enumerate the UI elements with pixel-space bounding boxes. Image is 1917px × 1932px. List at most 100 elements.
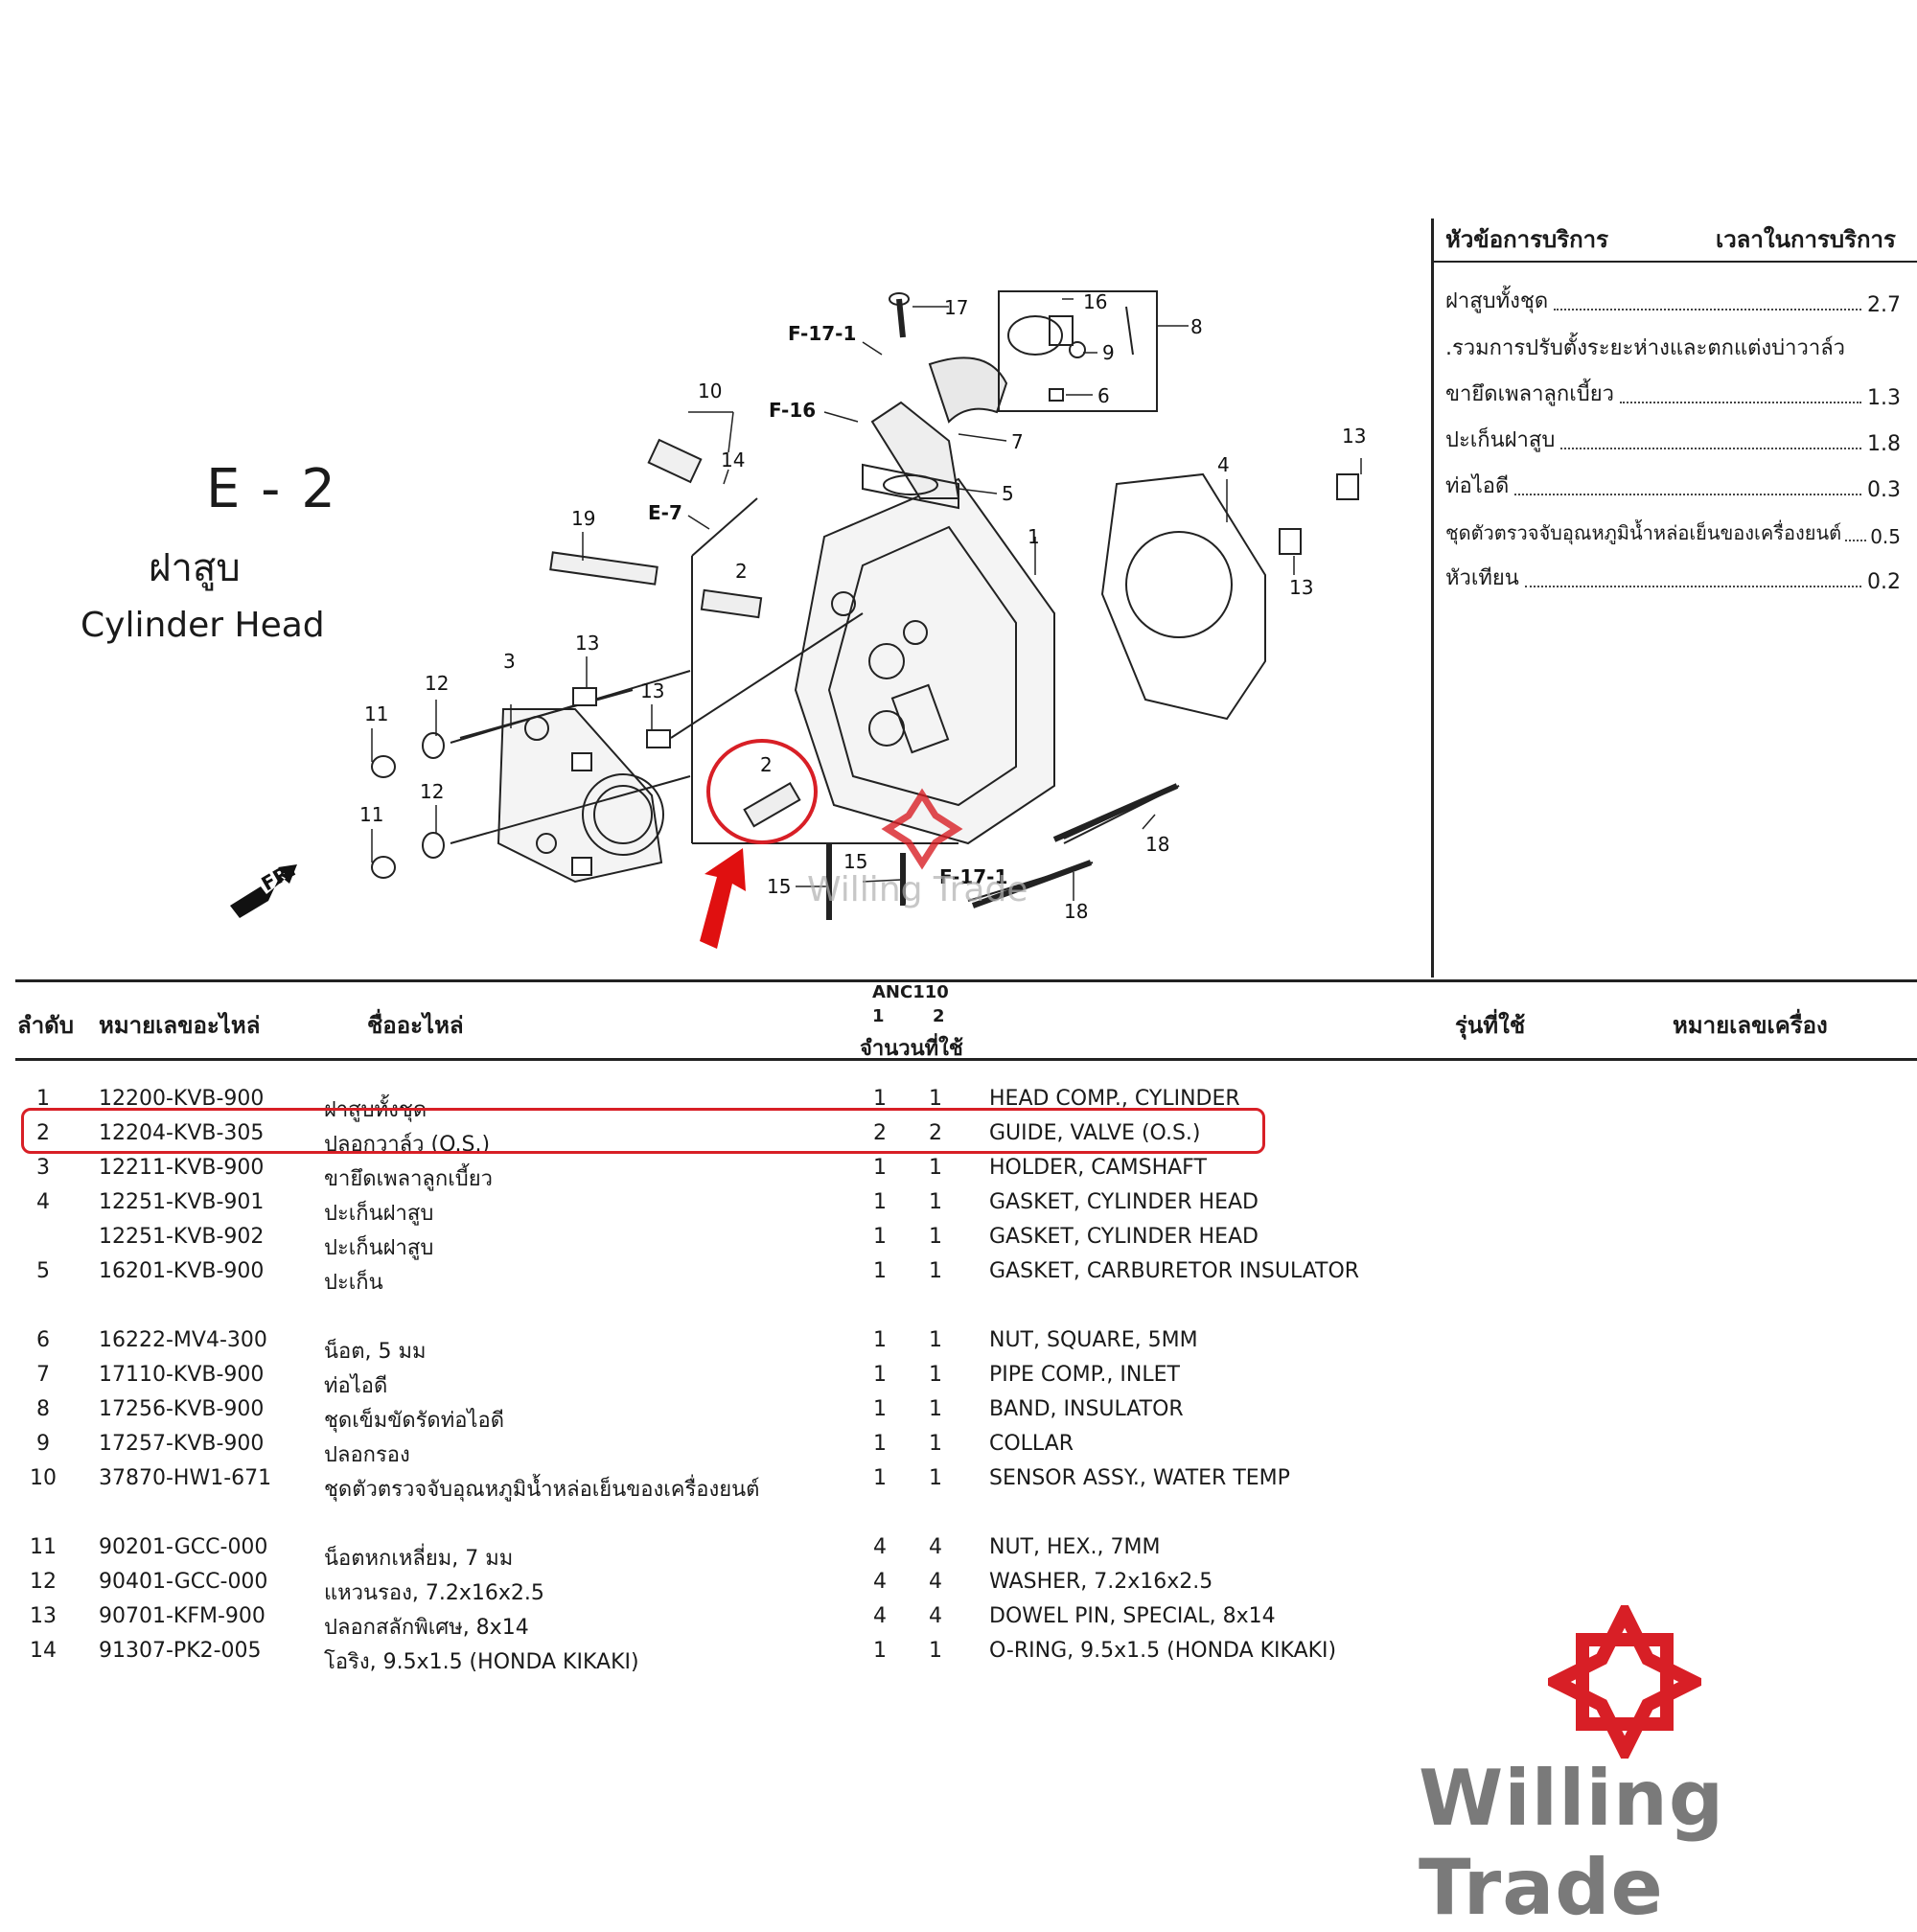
service-item: ชุดตัวตรวจจับอุณหภูมิน้ำหล่อเย็นของเครื่… (1445, 521, 1901, 548)
callout-16: 16 (1083, 290, 1107, 313)
col-header-model: ANC110 (872, 982, 949, 1002)
part-name-thai-text: น็อตหกเหลี่ยม, 7 มม (324, 1547, 514, 1571)
callout-10: 10 (698, 380, 722, 402)
callout-6: 6 (1097, 384, 1110, 407)
watermark-text: Willing Trade (807, 870, 1028, 909)
qty-col-2: 2 (929, 1121, 942, 1145)
front-label: FR. (258, 858, 300, 895)
row-number: 6 (36, 1328, 50, 1352)
row-number: 8 (36, 1397, 50, 1421)
ref-e-7: E-7 (648, 501, 682, 524)
callout-8: 8 (1190, 315, 1203, 338)
col-header-name: ชื่ออะไหล่ (367, 1012, 464, 1039)
col-header-engine: หมายเลขเครื่อง (1673, 1012, 1828, 1039)
ref-f-16: F-16 (769, 399, 816, 422)
row-number: 10 (30, 1466, 57, 1490)
qty-col-1: 1 (873, 1432, 887, 1456)
water-temp-sensor (647, 438, 703, 484)
part-name-english: COLLAR (989, 1432, 1074, 1456)
part-number: 17257-KVB-900 (99, 1432, 265, 1456)
qty-col-1: 1 (873, 1639, 887, 1663)
callout-11b: 11 (359, 803, 383, 826)
callout-13b: 13 (1289, 576, 1313, 599)
part-number: 12204-KVB-305 (99, 1121, 265, 1145)
ref-f-17-1-b: F-17-1 (939, 865, 1007, 888)
part-name-english: PIPE COMP., INLET (989, 1363, 1180, 1387)
part-name-english: HOLDER, CAMSHAFT (989, 1156, 1207, 1180)
part-name-english: NUT, SQUARE, 5MM (989, 1328, 1198, 1352)
row-number: 14 (30, 1639, 57, 1663)
part-number: 17256-KVB-900 (99, 1397, 265, 1421)
part-name-english: BAND, INSULATOR (989, 1397, 1184, 1421)
part-name-thai-text: ปะเก็น (324, 1271, 383, 1295)
callout-5: 5 (1002, 482, 1014, 505)
camshaft-holder (497, 708, 663, 884)
qty-col-2: 1 (929, 1328, 942, 1352)
callout-12b: 12 (420, 780, 444, 803)
service-item: ท่อไอดี0.3 (1445, 474, 1901, 502)
qty-col-2: 1 (929, 1225, 942, 1249)
qty-col-2: 1 (929, 1397, 942, 1421)
spark-plug (549, 551, 658, 586)
col-header-2: 2 (933, 1006, 945, 1026)
qty-col-1: 1 (873, 1328, 887, 1352)
part-name-english: SENSOR ASSY., WATER TEMP (989, 1466, 1290, 1490)
qty-col-2: 1 (929, 1432, 942, 1456)
qty-col-1: 1 (873, 1363, 887, 1387)
service-item: .รวมการปรับตั้งระยะห่างและตกแต่งบ่าวาล์ว (1445, 336, 1846, 360)
col-header-used: รุ่นที่ใช้ (1455, 1012, 1526, 1039)
table-row: 6 16222-MV4-300 น็อต, 5 มม 1 1 NUT, SQUARE, 5… (0, 1322, 1917, 1364)
callout-13: 13 (1342, 425, 1366, 448)
col-header-1: 1 (872, 1006, 885, 1026)
callout-14: 14 (721, 448, 745, 472)
qty-col-2: 1 (929, 1639, 942, 1663)
part-name-english: DOWEL PIN, SPECIAL, 8x14 (989, 1604, 1276, 1628)
callout-18: 18 (1145, 833, 1169, 856)
cylinder-gasket (1100, 472, 1266, 721)
qty-col-2: 4 (929, 1535, 942, 1559)
part-number: 12251-KVB-902 (99, 1225, 265, 1249)
callout-1: 1 (1028, 525, 1040, 548)
part-number: 12251-KVB-901 (99, 1190, 265, 1214)
ref-f-17-1: F-17-1 (788, 322, 856, 345)
part-number: 37870-HW1-671 (99, 1466, 272, 1490)
callout-9: 9 (1102, 341, 1115, 364)
qty-col-1: 1 (873, 1259, 887, 1283)
part-number: 91307-PK2-005 (99, 1639, 262, 1663)
qty-col-1: 1 (873, 1087, 887, 1111)
qty-col-1: 1 (873, 1156, 887, 1180)
part-number: 17110-KVB-900 (99, 1363, 265, 1387)
band-box (998, 290, 1158, 412)
callout-3: 3 (503, 650, 516, 673)
brand-name: Willing Trade (1419, 1754, 1725, 1932)
part-name-english: GASKET, CARBURETOR INSULATOR (989, 1259, 1360, 1283)
part-name-thai-text: ปลอกรอง (324, 1443, 410, 1467)
callout-17: 17 (944, 296, 968, 319)
panel-divider (1431, 218, 1434, 978)
qty-col-2: 1 (929, 1259, 942, 1283)
part-name-english: GUIDE, VALVE (O.S.) (989, 1121, 1201, 1145)
row-number: 12 (30, 1570, 57, 1594)
part-name-thai-text: ปะเก็นฝาสูบ (324, 1236, 434, 1260)
qty-col-2: 1 (929, 1190, 942, 1214)
highlight-arrow-icon (700, 848, 746, 949)
callout-15: 15 (843, 850, 867, 873)
callout-19: 19 (571, 507, 595, 530)
part-name-thai-text: ท่อไอดี (324, 1374, 388, 1398)
callout-11: 11 (364, 702, 388, 725)
qty-col-2: 1 (929, 1156, 942, 1180)
part-number: 16222-MV4-300 (99, 1328, 267, 1352)
table-top-rule (15, 979, 1917, 982)
part-name-thai-text: น็อต, 5 มม (324, 1340, 427, 1364)
part-name-english: HEAD COMP., CYLINDER (989, 1087, 1240, 1111)
